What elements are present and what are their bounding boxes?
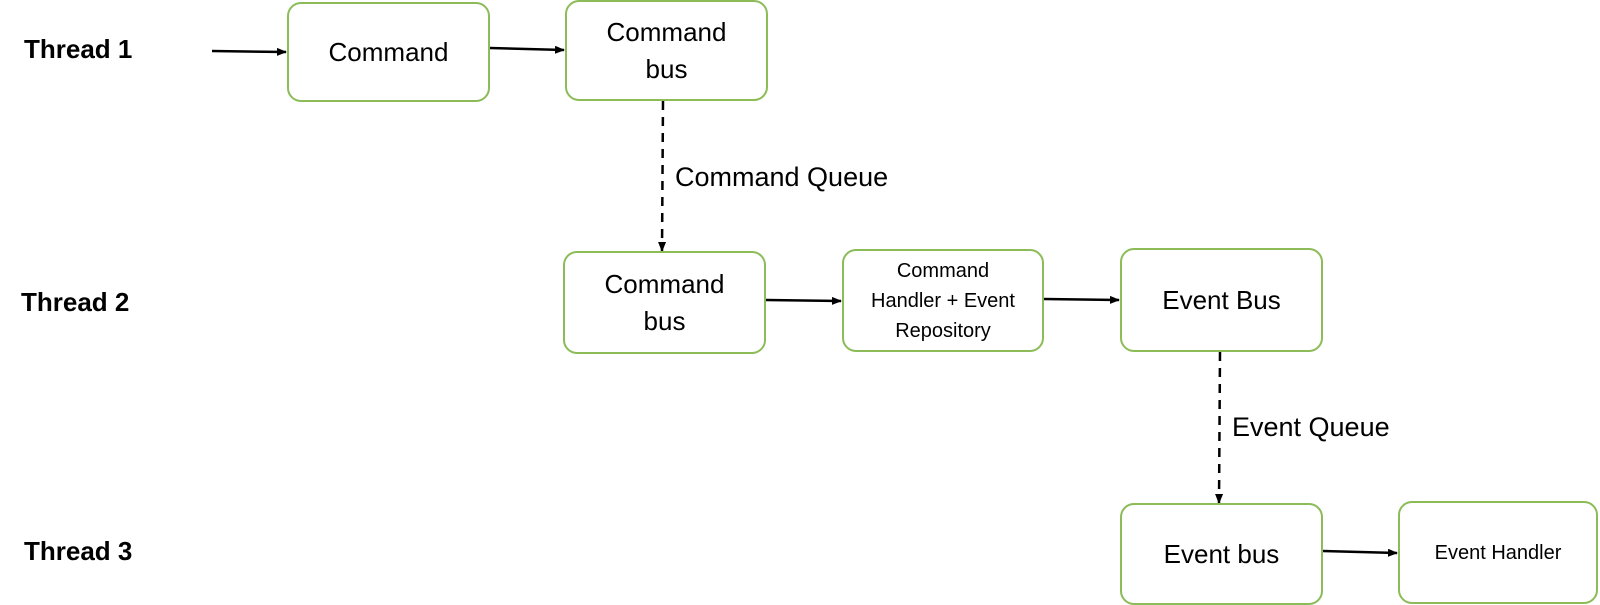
event-queue-label: Event Queue	[1232, 412, 1390, 442]
event-bus-node-thread-2-label: Event Bus	[1162, 284, 1281, 315]
edge-entry-to-command	[211, 47, 287, 56]
command-bus-node-thread-1-label: Command bus	[606, 16, 727, 84]
event-bus-node-thread-3-label: Event bus	[1163, 538, 1280, 569]
edge-handler-to-event-bus	[1043, 295, 1120, 304]
event-bus-node-thread-2: Event Bus	[1120, 248, 1323, 352]
event-handler-node-label: Event Handler	[1434, 541, 1562, 564]
command-bus-node-thread-2: Command bus	[563, 251, 766, 354]
thread-3-label: Thread 3	[24, 536, 133, 566]
thread-1-label: Thread 1	[24, 34, 133, 64]
edge-command-queue	[658, 100, 667, 252]
event-bus-node-thread-3: Event bus	[1120, 503, 1323, 605]
command-handler-node-text: Command Handler + Event Repository	[871, 256, 1015, 346]
edge-event-bus-to-handler	[1322, 548, 1398, 557]
command-node: Command	[287, 2, 490, 102]
command-node-label: Command	[328, 36, 449, 67]
command-handler-line-1: Command	[896, 259, 990, 282]
edge-event-queue	[1215, 351, 1224, 504]
thread-2-label: Thread 2	[21, 287, 130, 317]
event-handler-node: Event Handler	[1398, 501, 1598, 604]
command-queue-label: Command Queue	[675, 162, 889, 192]
command-handler-line-2: Handler + Event	[871, 289, 1015, 312]
command-handler-line-3: Repository	[895, 319, 991, 342]
edge-command-bus-to-handler	[765, 296, 842, 305]
command-handler-node: Command Handler + Event Repository	[842, 249, 1044, 352]
edge-command-to-command-bus	[489, 45, 565, 54]
command-bus-node-thread-1: Command bus	[565, 0, 768, 101]
command-bus-node-thread-2-label: Command bus	[604, 268, 725, 336]
